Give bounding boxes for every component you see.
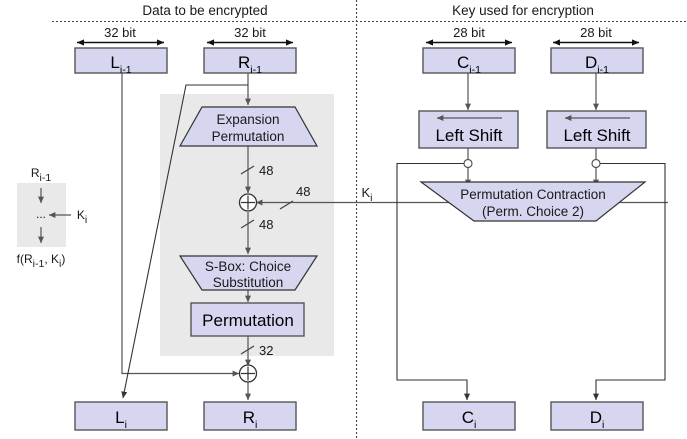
bits-after-xor: 48 bbox=[259, 217, 273, 232]
dimension-r-prev: 32 bit bbox=[206, 25, 294, 46]
box-r-next: Ri bbox=[203, 401, 297, 431]
legend-dots: ... bbox=[36, 207, 46, 221]
bits-after-permutation: 32 bbox=[259, 343, 273, 358]
dimension-label-c-prev: 28 bit bbox=[453, 25, 485, 40]
wire-lprev-to-xor bbox=[121, 73, 240, 377]
expansion-label-line2: Permutation bbox=[212, 129, 285, 144]
header-key-side: Key used for encryption bbox=[452, 3, 594, 18]
dimension-d-prev: 28 bit bbox=[552, 25, 640, 46]
dimension-label-r-prev: 32 bit bbox=[234, 25, 266, 40]
xor-gate-feistel bbox=[238, 364, 258, 383]
box-label-r-prev: Ri-1 bbox=[238, 53, 262, 76]
box-label-r-next: Ri bbox=[243, 408, 258, 431]
subkey-label: Ki bbox=[361, 185, 372, 204]
legend-f-function: Ri-1 ... Ki f(Ri-1, Ki) bbox=[17, 166, 88, 270]
bitwidth-slash-32-b bbox=[240, 345, 255, 355]
box-r-prev: Ri-1 bbox=[203, 47, 297, 76]
wire-rprev-to-lnext bbox=[121, 84, 248, 399]
legend-input-label: Ri-1 bbox=[31, 166, 52, 184]
dimension-label-d-prev: 28 bit bbox=[580, 25, 612, 40]
box-d-prev: Di-1 bbox=[550, 47, 644, 76]
wire-leftshift-c-to-cnext bbox=[396, 162, 470, 401]
xor-gate-subkey bbox=[238, 193, 258, 212]
box-l-prev: Li-1 bbox=[74, 47, 168, 76]
box-left-shift-d: Left Shift bbox=[546, 110, 647, 149]
box-label-l-prev: Li-1 bbox=[110, 53, 131, 76]
junction-dot-d bbox=[591, 158, 601, 169]
junction-dot-c bbox=[463, 158, 473, 169]
shape-expansion-permutation: Expansion Permutation bbox=[178, 106, 319, 147]
legend-output-label: f(Ri-1, Ki) bbox=[17, 252, 66, 270]
sbox-label-line2: Substitution bbox=[213, 275, 284, 290]
box-label-c-prev: Ci-1 bbox=[457, 53, 481, 76]
bitwidth-slash-48-b bbox=[279, 200, 294, 210]
left-shift-label-c: Left Shift bbox=[435, 126, 502, 145]
shape-permutation-contraction: Permutation Contraction (Perm. Choice 2) bbox=[419, 181, 647, 222]
box-label-d-prev: Di-1 bbox=[585, 53, 609, 76]
left-shift-label-d: Left Shift bbox=[563, 126, 630, 145]
box-d-next: Di bbox=[550, 401, 644, 431]
shape-sbox-substitution: S-Box: Choice Substitution bbox=[178, 255, 319, 291]
box-label-l-next: Li bbox=[115, 408, 127, 431]
bitwidth-slash-48-c bbox=[240, 219, 255, 229]
permutation-label: Permutation bbox=[202, 311, 294, 330]
expansion-label-line1: Expansion bbox=[216, 112, 279, 127]
bits-into-xor: 48 bbox=[296, 184, 310, 199]
box-left-shift-c: Left Shift bbox=[418, 110, 519, 149]
box-permutation: Permutation bbox=[190, 302, 305, 337]
legend-key-label: Ki bbox=[77, 208, 87, 226]
dimension-l-prev: 32 bit bbox=[76, 25, 165, 46]
dimension-label-l-prev: 32 bit bbox=[104, 25, 136, 40]
bits-after-expansion: 48 bbox=[259, 163, 273, 178]
box-label-c-next: Ci bbox=[462, 408, 477, 431]
header-data-side: Data to be encrypted bbox=[142, 3, 267, 18]
box-l-next: Li bbox=[74, 401, 168, 431]
box-label-d-next: Di bbox=[590, 408, 605, 431]
wire-leftshift-d-to-dnext bbox=[593, 162, 666, 401]
bitwidth-slash-48-a bbox=[240, 165, 255, 175]
contraction-label-line1: Permutation Contraction bbox=[460, 187, 606, 202]
box-c-prev: Ci-1 bbox=[422, 47, 516, 76]
box-c-next: Ci bbox=[422, 401, 516, 431]
sbox-label-line1: S-Box: Choice bbox=[205, 259, 291, 274]
contraction-label-line2: (Perm. Choice 2) bbox=[482, 204, 584, 219]
dimension-c-prev: 28 bit bbox=[425, 25, 513, 46]
